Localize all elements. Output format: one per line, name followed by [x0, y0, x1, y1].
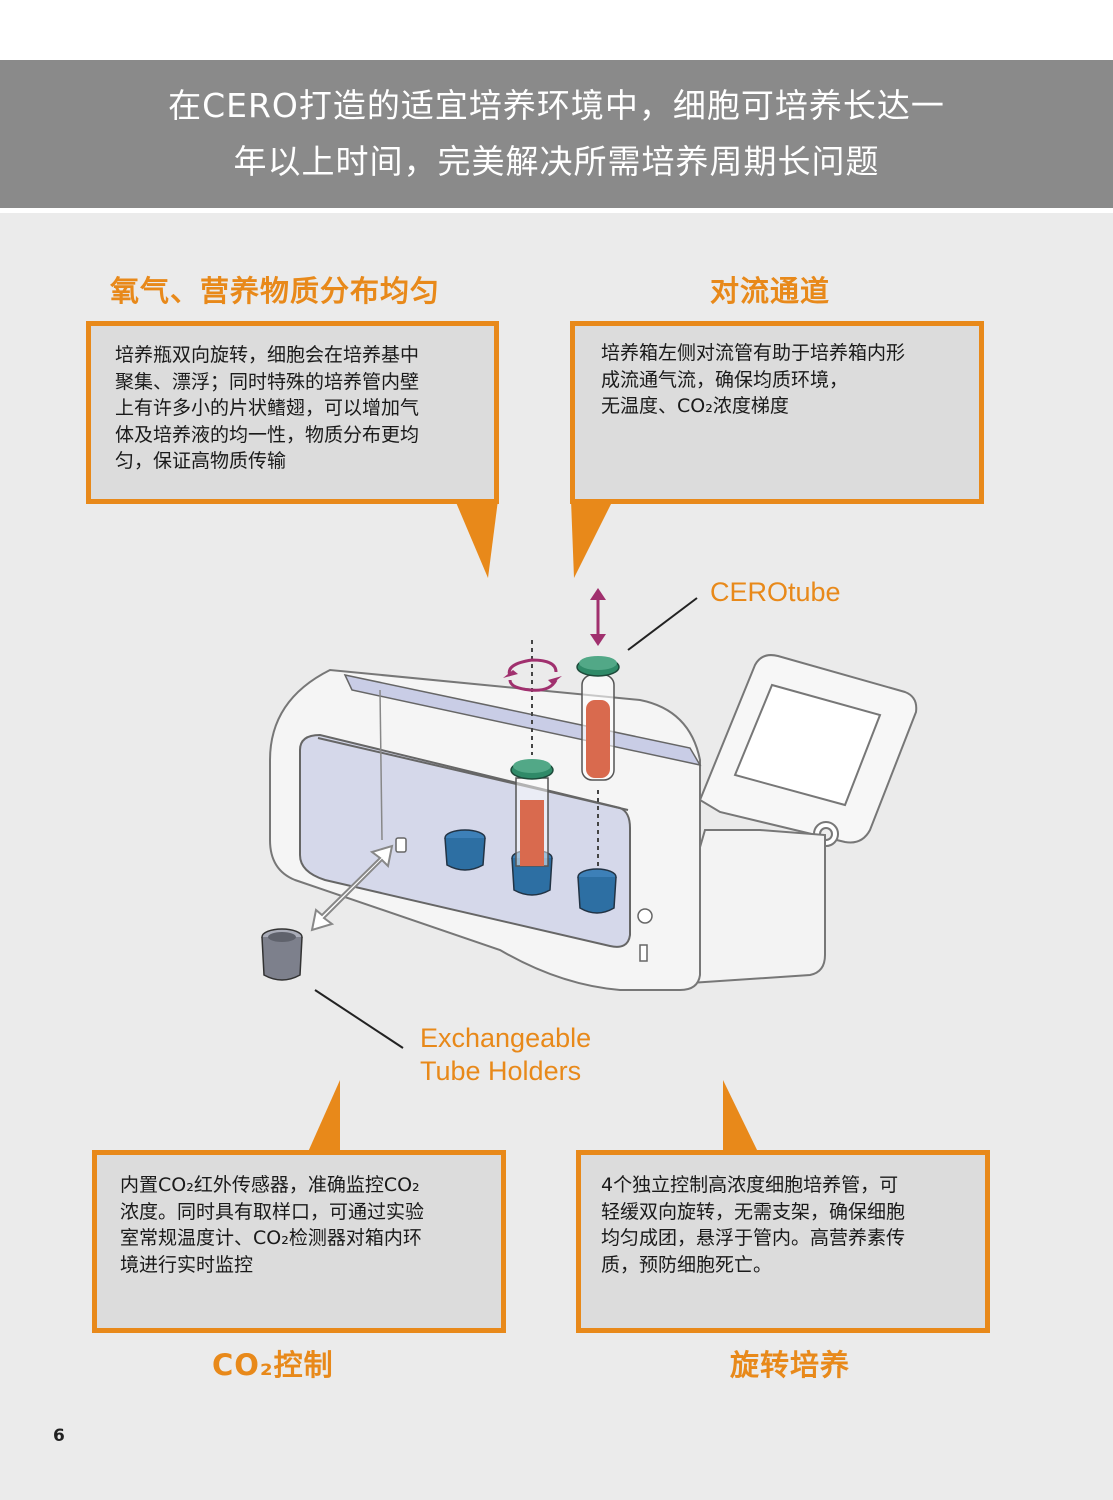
- cerotube-leader-line: [627, 597, 698, 651]
- top-margin: [0, 0, 1113, 60]
- exchange-arrow: [310, 844, 394, 932]
- tube-holder-1: [444, 829, 486, 871]
- banner-divider: [0, 208, 1113, 213]
- page-number: 6: [53, 1426, 65, 1446]
- feature-title-oxygen: 氧气、营养物质分布均匀: [110, 274, 441, 308]
- feature-text-rotation: 4个独立控制高浓度细胞培养管，可 轻缓双向旋转，无需支架，确保细胞 均匀成团，悬…: [601, 1174, 906, 1276]
- feature-text-co2: 内置CO₂红外传感器，准确监控CO₂ 浓度。同时具有取样口，可通过实验 室常规温…: [120, 1174, 425, 1276]
- holders-leader-line: [314, 989, 404, 1049]
- tube-holder-3: [577, 868, 617, 914]
- control-panel: [698, 654, 918, 847]
- rotation-arrow: [503, 658, 562, 692]
- loose-tube-holder: [261, 928, 303, 981]
- tube-holders-label: Exchangeable Tube Holders: [420, 1023, 592, 1086]
- feature-title-rotation: 旋转培养: [730, 1348, 851, 1382]
- cerotube-label: CEROtube: [710, 577, 841, 607]
- feature-box-rotation: [576, 1150, 990, 1333]
- feature-title-co2: CO₂控制: [212, 1348, 334, 1382]
- feature-box-convection: [570, 321, 984, 504]
- banner-title-line-1: 在CERO打造的适宜培养环境中，细胞可培养长达一: [168, 86, 945, 125]
- sample-port: [395, 837, 407, 853]
- tube-lifted: [576, 656, 620, 781]
- header-banner: 在CERO打造的适宜培养环境中，细胞可培养长达一 年以上时间，完美解决所需培养周…: [0, 60, 1113, 208]
- lift-arrow: [590, 588, 606, 646]
- tube-inserted: [510, 759, 554, 867]
- banner-title-line-2: 年以上时间，完美解决所需培养周期长问题: [233, 142, 880, 181]
- feature-text-convection: 培养箱左侧对流管有助于培养箱内形 成流通气流，确保均质环境， 无温度、CO₂浓度…: [601, 342, 906, 417]
- feature-box-co2: [92, 1150, 506, 1333]
- machine-base: [658, 829, 826, 987]
- feature-text-oxygen: 培养瓶双向旋转，细胞会在培养基中 聚集、漂浮；同时特殊的培养管内壁 上有许多小的…: [115, 344, 420, 472]
- feature-box-oxygen: [86, 321, 499, 504]
- feature-title-convection: 对流通道: [710, 274, 831, 308]
